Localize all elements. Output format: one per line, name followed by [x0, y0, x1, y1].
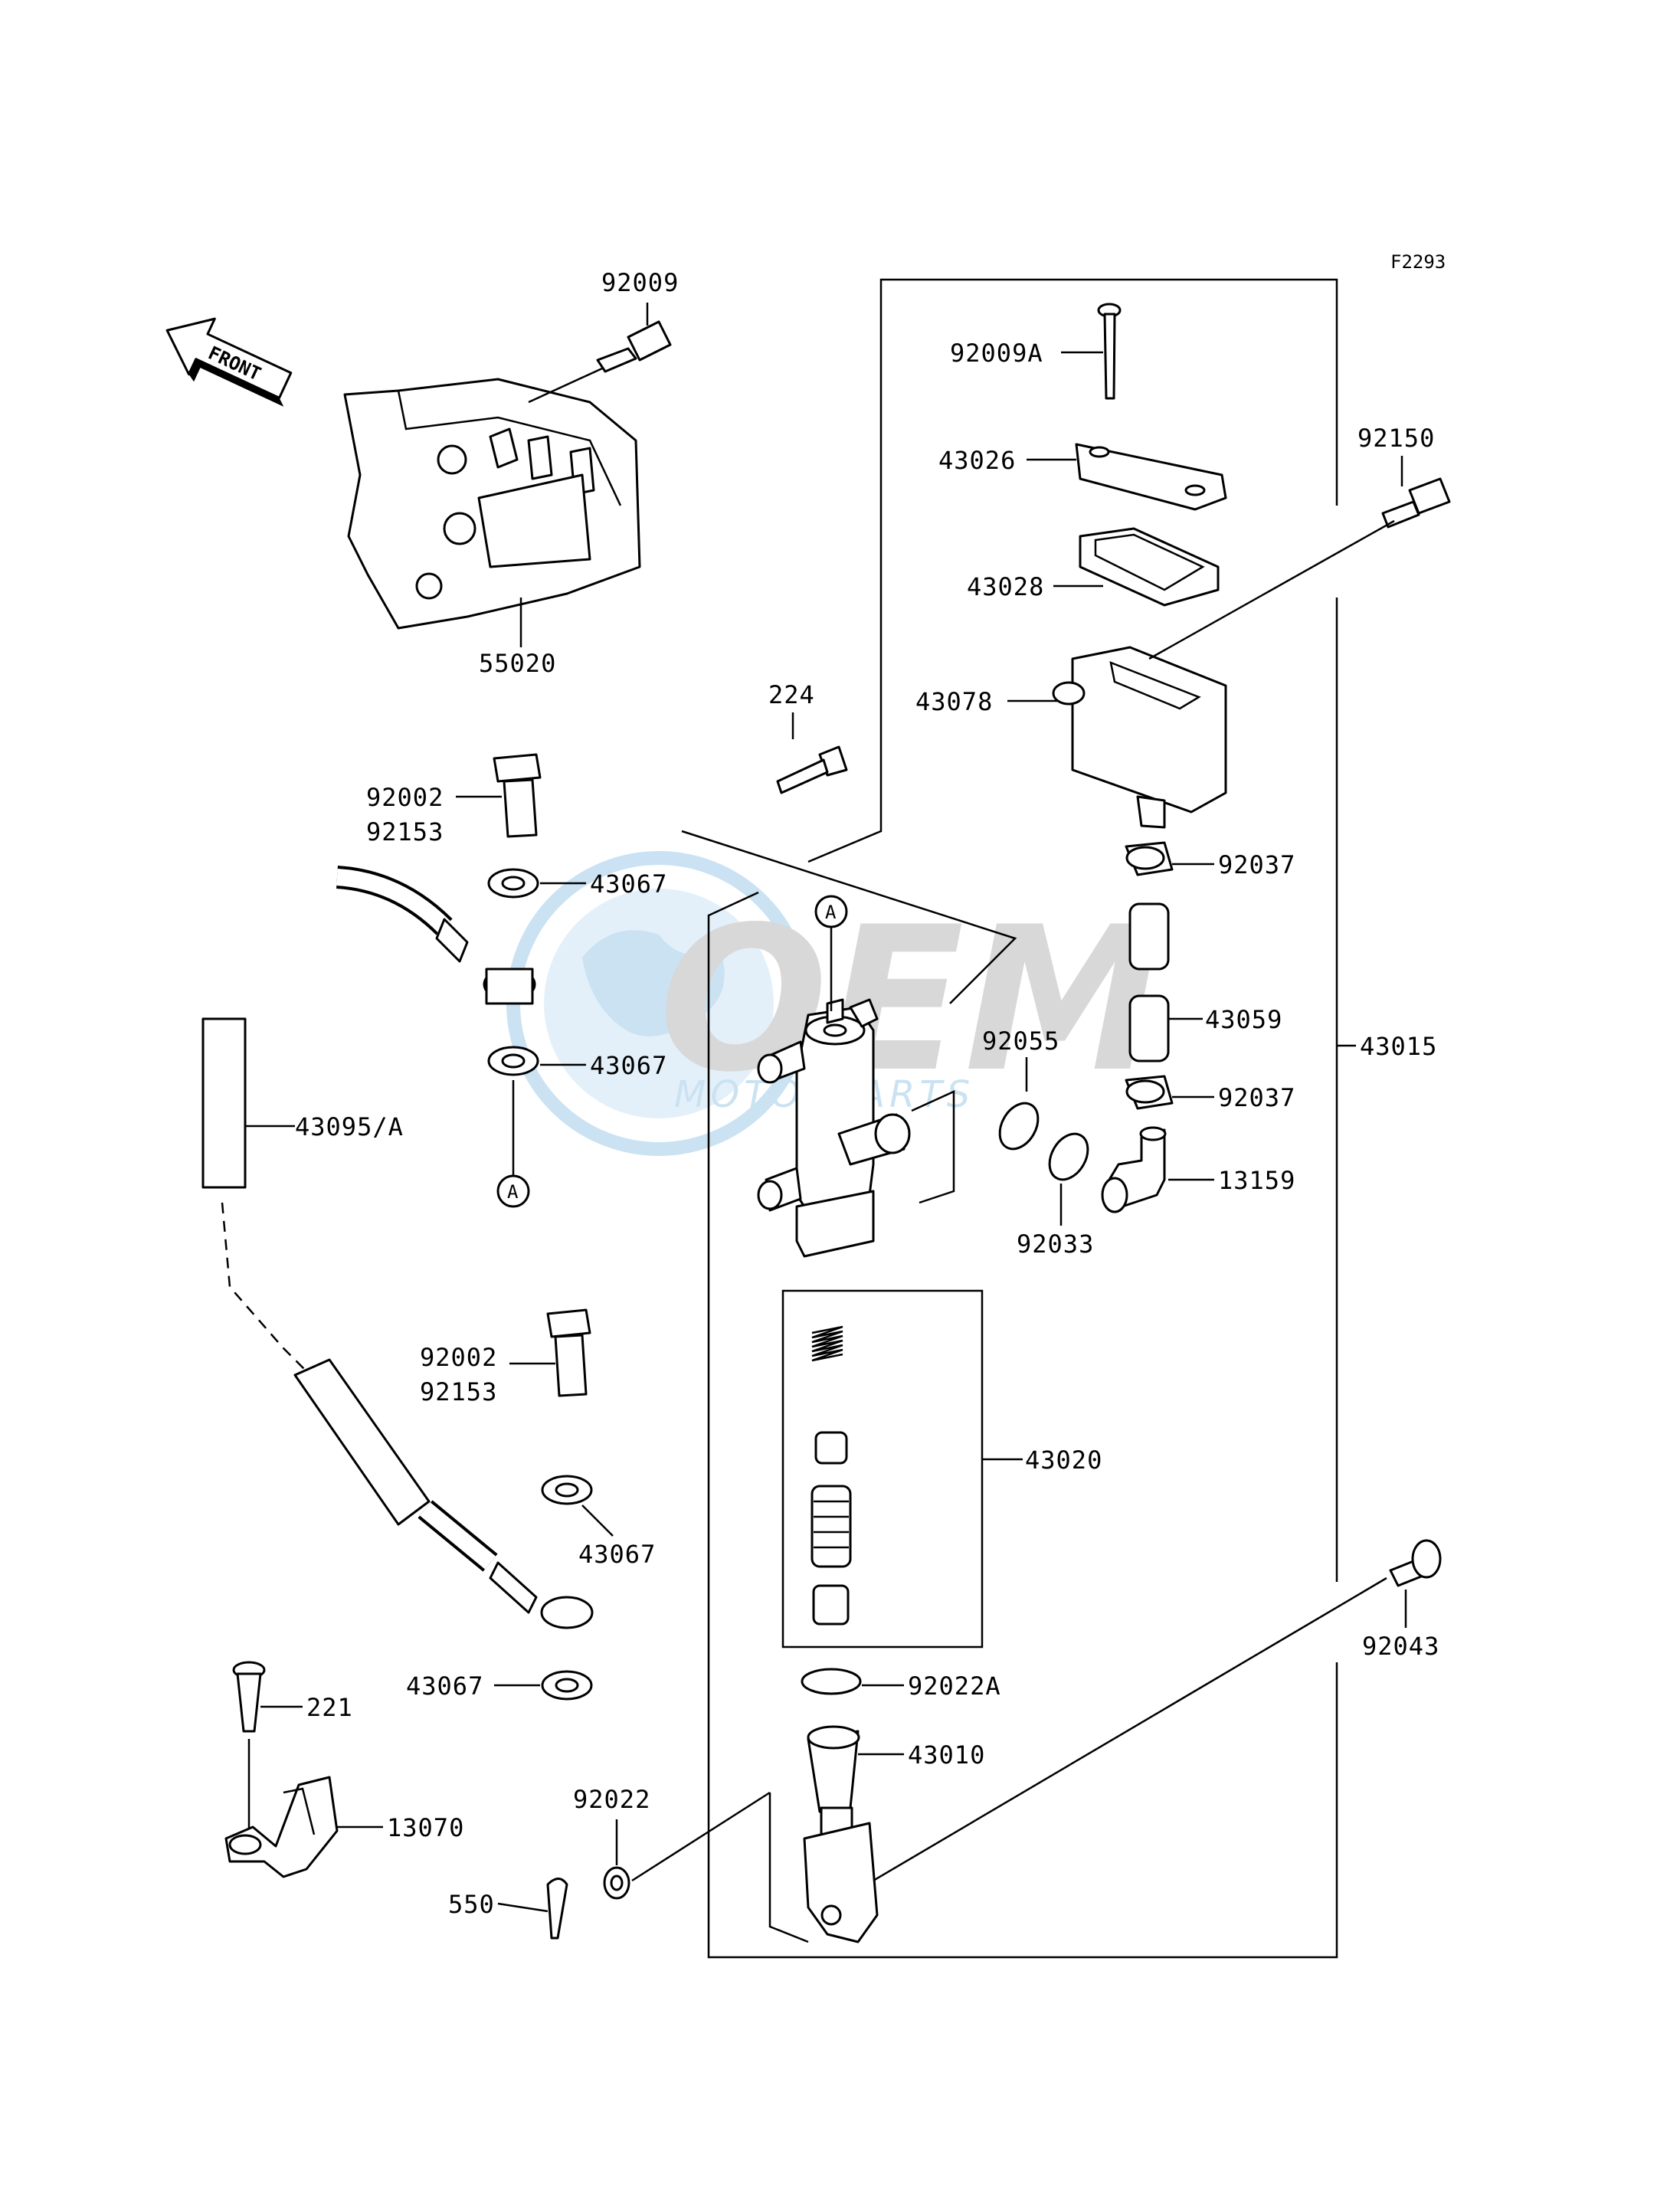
label-43067-c: 43067: [578, 1540, 656, 1569]
label-92033: 92033: [1017, 1229, 1094, 1259]
label-43015: 43015: [1360, 1032, 1437, 1061]
label-221: 221: [306, 1693, 353, 1722]
elbow-13159: [1101, 1126, 1167, 1213]
leader-92022-bracket: [768, 1793, 809, 1943]
label-43067-a: 43067: [590, 869, 667, 899]
leader-43067-c: [581, 1505, 614, 1537]
label-92153-top: 92153: [366, 817, 444, 846]
label-43067-d: 43067: [406, 1671, 483, 1701]
label-92009: 92009: [601, 268, 679, 297]
assembly-bracket-92033: [911, 1090, 955, 1204]
o-ring-92055: [998, 1102, 1040, 1151]
watermark: OEM MOTORPARTS: [506, 851, 1162, 1156]
label-92002-bot: 92002: [420, 1343, 497, 1372]
banjo-bolt-bottom: [546, 1308, 591, 1397]
watermark-brand: OEM: [659, 885, 1162, 1116]
label-92022A: 92022A: [908, 1671, 1001, 1701]
leader-92043-line: [873, 1577, 1387, 1882]
master-cylinder-body: [757, 998, 911, 1258]
snap-ring-92033: [1048, 1132, 1089, 1181]
washer-43067-a-hole: [501, 876, 526, 891]
hose-clip-92037-a: [1125, 841, 1174, 876]
label-92153-bot: 92153: [420, 1377, 497, 1406]
washer-43067-c-hole: [555, 1482, 579, 1498]
reservoir-cap-43026: [1075, 443, 1227, 511]
bolt-92150: [1381, 477, 1451, 529]
label-43026: 43026: [938, 446, 1016, 475]
label-13070: 13070: [387, 1813, 464, 1842]
hose-clip-92037-b: [1125, 1075, 1174, 1110]
washer-43067-b-hole: [501, 1053, 526, 1069]
front-arrow: FRONT: [165, 317, 293, 407]
ref-marker-a-top-text: A: [825, 902, 837, 923]
banjo-bolt-top: [493, 753, 542, 838]
label-43078: 43078: [915, 687, 993, 716]
screw-92009A: [1097, 303, 1122, 400]
assembly-bracket-224: [681, 830, 1017, 1004]
clamp-13070: [224, 1776, 339, 1878]
label-92037-a: 92037: [1218, 850, 1295, 879]
cotter-pin-550: [546, 1878, 568, 1940]
piston-kit-43020: [811, 1325, 852, 1626]
washer-92022-hole: [610, 1874, 624, 1891]
hose-43059-top: [1128, 902, 1170, 971]
rear-guard-55020: [343, 378, 641, 630]
label-92150: 92150: [1357, 424, 1435, 453]
figure-code: F2293: [1390, 251, 1446, 273]
leader-92150-line: [1148, 519, 1395, 660]
label-43020: 43020: [1025, 1446, 1102, 1475]
label-92055: 92055: [982, 1026, 1059, 1056]
leader-92022-line: [631, 1791, 771, 1882]
assembly-outline-3: [707, 891, 1338, 1959]
ref-marker-a-left: [496, 1174, 530, 1208]
label-13159: 13159: [1218, 1166, 1295, 1195]
circlip-92022A: [801, 1668, 862, 1695]
label-92022: 92022: [573, 1785, 650, 1814]
bolt-92009: [596, 320, 672, 373]
label-55020: 55020: [479, 649, 556, 678]
label-92037-b: 92037: [1218, 1083, 1295, 1112]
reservoir-43078: [1052, 646, 1227, 829]
label-224: 224: [768, 680, 815, 709]
leader-550: [497, 1902, 549, 1913]
screw-221: [232, 1661, 266, 1733]
label-43028: 43028: [967, 572, 1044, 601]
label-550: 550: [448, 1890, 495, 1919]
clevis-pin-92043: [1389, 1539, 1442, 1587]
push-rod-43010: [803, 1725, 879, 1943]
ref-marker-a-left-text: A: [507, 1181, 519, 1203]
washer-43067-d-hole: [555, 1678, 579, 1693]
diaphragm-43028: [1079, 527, 1220, 607]
label-43067-b: 43067: [590, 1051, 667, 1080]
assembly-outline: [807, 278, 1338, 863]
label-43095: 43095/A: [295, 1112, 404, 1141]
label-92002-top: 92002: [366, 783, 444, 812]
bolt-224: [776, 745, 848, 794]
brake-hose-43095: [198, 853, 594, 1629]
hose-43059-bot: [1128, 994, 1170, 1062]
label-92043: 92043: [1362, 1632, 1439, 1661]
label-92009A: 92009A: [950, 339, 1043, 368]
label-43010: 43010: [908, 1740, 985, 1770]
box-43020: [781, 1289, 984, 1649]
label-43059: 43059: [1205, 1005, 1282, 1034]
